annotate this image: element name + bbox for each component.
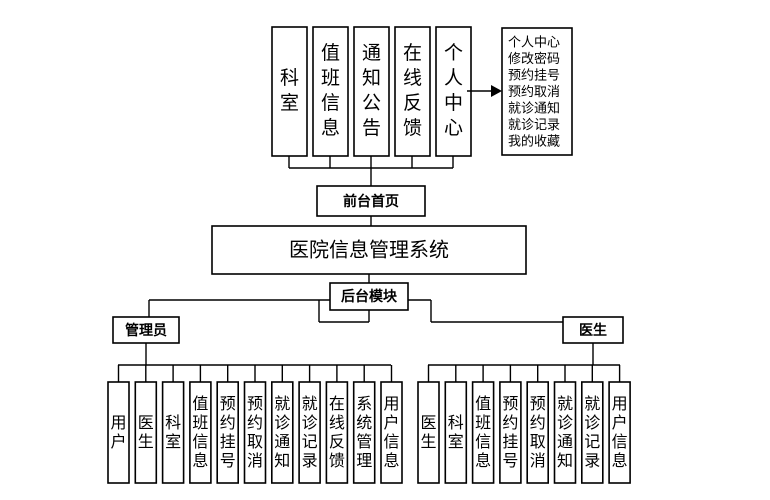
admin-module-box <box>107 381 130 484</box>
doctor-module-box <box>580 381 604 484</box>
doctor-module-label: 就诊记录 <box>584 394 600 470</box>
admin-module-8: 在线反馈 <box>325 381 349 484</box>
backend-module-label: 后台模块 <box>341 288 398 305</box>
admin-module-label: 科室 <box>165 413 181 451</box>
doctor-module-3: 预约挂号 <box>499 381 522 484</box>
admin-module-box <box>352 381 376 484</box>
top-module-label: 个人中心 <box>444 42 463 139</box>
admin-module-box <box>380 381 403 484</box>
admin-module-4: 预约挂号 <box>216 381 239 484</box>
doctor-module-label: 预约挂号 <box>502 394 518 470</box>
doctor-module-label: 用户信息 <box>612 394 628 470</box>
admin-module-9: 系统管理 <box>352 381 376 484</box>
top-module-label: 在线反馈 <box>403 42 422 139</box>
admin-module-box <box>134 381 158 484</box>
top-modules: 科室 值班信息 通知公告 在线反馈 个人中心 <box>271 26 472 157</box>
personal-center-item: 修改密码 <box>508 51 560 67</box>
admin-module-box <box>216 381 239 484</box>
doctor-module-1: 科室 <box>444 381 468 484</box>
admin-module-label: 用户 <box>110 413 126 451</box>
personal-center-item: 我的收藏 <box>508 134 560 150</box>
doctor-module-label: 就诊通知 <box>557 394 573 470</box>
top-module-label: 科室 <box>280 67 299 114</box>
admin-module-label: 在线反馈 <box>329 394 345 470</box>
personal-center-detail-box <box>501 27 573 156</box>
personal-center-item: 就诊记录 <box>508 118 560 133</box>
top-module-0: 科室 <box>271 26 308 157</box>
doctor-label: 医生 <box>579 322 607 339</box>
doctor-module-2: 值班信息 <box>471 381 495 484</box>
doctor-module-box <box>526 381 550 484</box>
admin-module-label: 预约取消 <box>247 394 263 470</box>
doctor-module-box <box>553 381 577 484</box>
system-title-box <box>211 225 527 275</box>
arrow-icon <box>467 85 502 97</box>
admin-module-box <box>243 381 267 484</box>
frontend-home-box <box>316 185 426 217</box>
top-module-label: 通知公告 <box>362 42 381 139</box>
admin-module-1: 医生 <box>134 381 158 484</box>
doctor-box <box>562 316 624 344</box>
doctor-module-0: 医生 <box>417 381 440 484</box>
admin-module-label: 医生 <box>138 413 154 451</box>
top-module-3: 在线反馈 <box>394 26 431 157</box>
doctor-module-5: 就诊通知 <box>553 381 577 484</box>
admin-module-box <box>189 381 212 484</box>
personal-center-item: 预约取消 <box>508 85 560 100</box>
admin-module-label: 就诊记录 <box>302 394 318 470</box>
admin-module-6: 就诊通知 <box>270 381 294 484</box>
doctor-module-label: 预约取消 <box>530 394 546 470</box>
doctor-module-7: 用户信息 <box>608 381 631 484</box>
top-module-box <box>271 26 308 157</box>
doctor-module-box <box>444 381 468 484</box>
admin-module-5: 预约取消 <box>243 381 267 484</box>
admin-module-box <box>270 381 294 484</box>
doctor-module-label: 医生 <box>420 413 436 451</box>
doctor-module-6: 就诊记录 <box>580 381 604 484</box>
admin-module-box <box>325 381 349 484</box>
admin-module-10: 用户信息 <box>380 381 403 484</box>
doctor-module-box <box>417 381 440 484</box>
top-module-2: 通知公告 <box>353 26 390 157</box>
personal-center-item: 个人中心 <box>508 36 560 51</box>
doctor-module-box <box>608 381 631 484</box>
personal-center-item: 就诊通知 <box>508 101 560 117</box>
doctor-module-4: 预约取消 <box>526 381 550 484</box>
admin-module-label: 值班信息 <box>192 394 208 470</box>
top-module-1: 值班信息 <box>312 26 349 157</box>
admin-module-label: 系统管理 <box>356 394 372 470</box>
top-module-box <box>394 26 431 157</box>
doctor-module-label: 科室 <box>448 413 464 451</box>
admin-module-box <box>161 381 185 484</box>
top-module-box <box>312 26 349 157</box>
admin-module-label: 用户信息 <box>383 394 399 470</box>
admin-box <box>112 316 180 344</box>
top-module-4: 个人中心 <box>435 26 472 157</box>
admin-module-label: 预约挂号 <box>220 394 236 470</box>
admin-module-box <box>298 381 321 484</box>
doctor-module-box <box>471 381 495 484</box>
top-module-box <box>353 26 390 157</box>
admin-module-3: 值班信息 <box>189 381 212 484</box>
backend-module-box <box>329 282 409 311</box>
personal-center-item: 预约挂号 <box>508 69 560 84</box>
admin-module-2: 科室 <box>161 381 185 484</box>
frontend-home-label: 前台首页 <box>343 193 399 210</box>
admin-module-0: 用户 <box>107 381 130 484</box>
admin-module-label: 就诊通知 <box>274 394 290 470</box>
doctor-module-label: 值班信息 <box>475 394 491 470</box>
doctor-module-box <box>499 381 522 484</box>
admin-module-7: 就诊记录 <box>298 381 321 484</box>
admin-label: 管理员 <box>125 322 167 339</box>
system-title: 医院信息管理系统 <box>289 238 449 262</box>
top-module-label: 值班信息 <box>321 42 340 139</box>
